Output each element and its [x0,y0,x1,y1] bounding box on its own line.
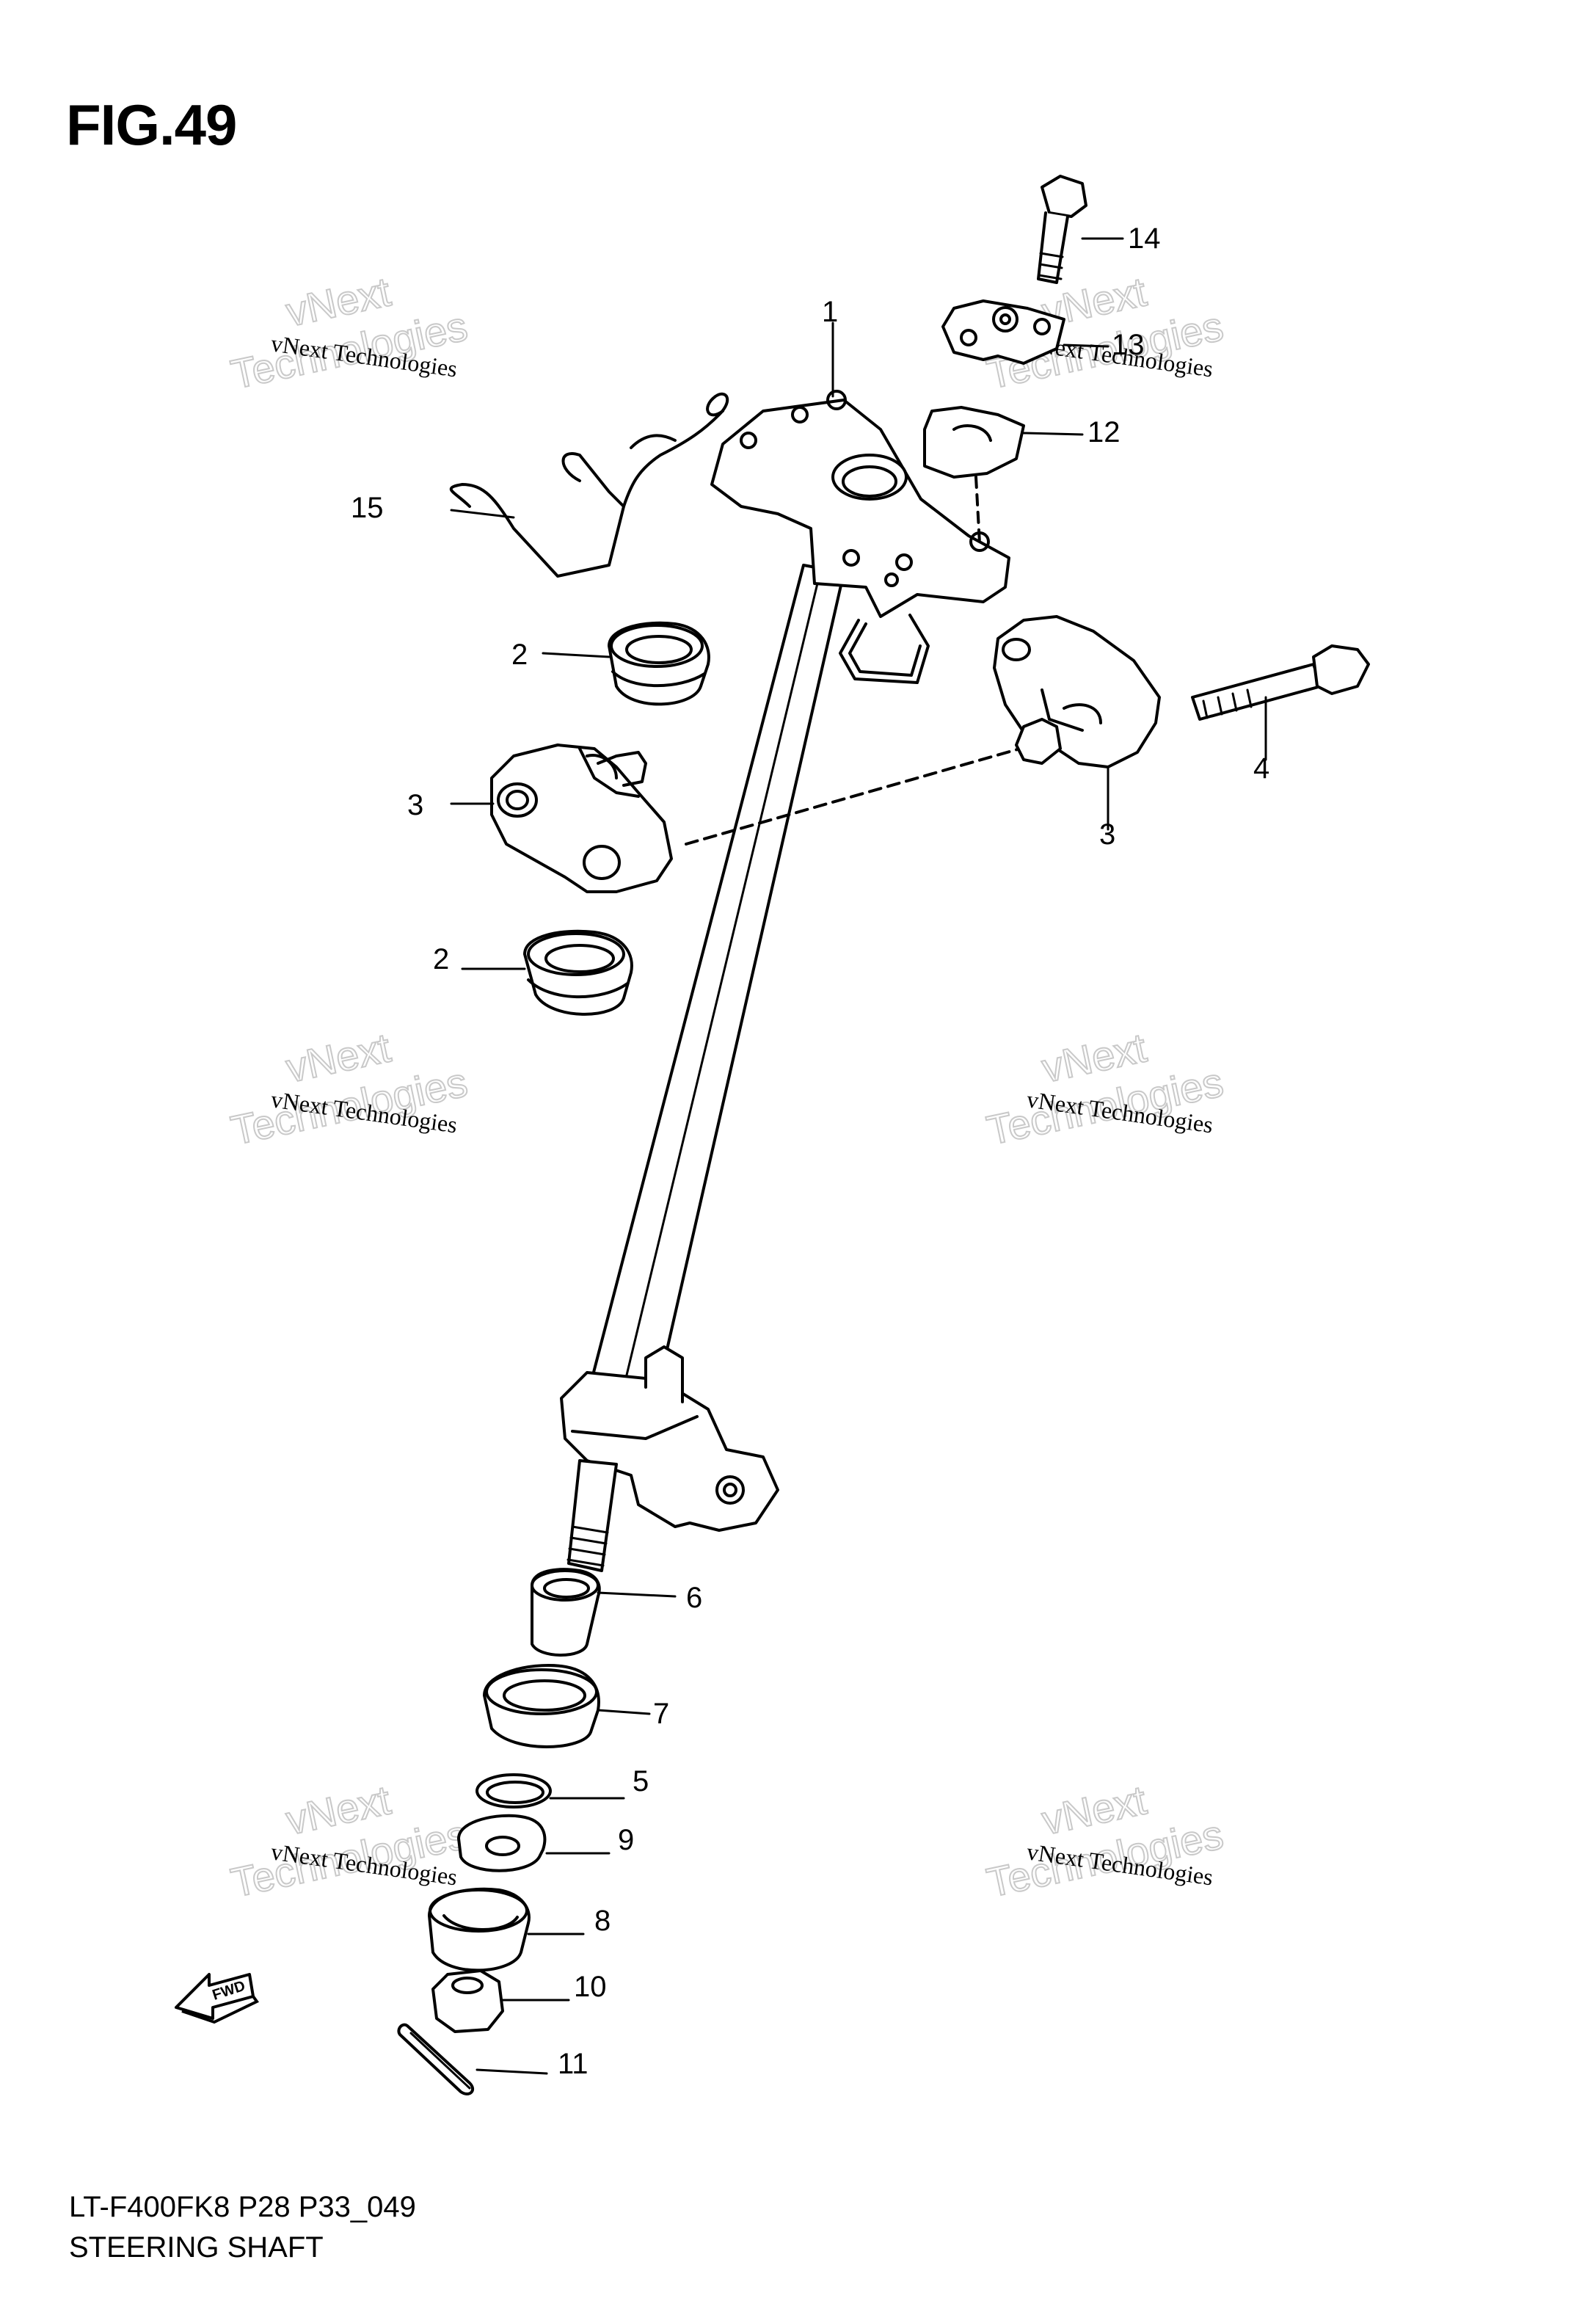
callout-10: 10 [574,1971,607,2003]
callout-12: 12 [1087,416,1121,448]
part-14-bolt [1037,175,1087,284]
figure-caption: STEERING SHAFT [69,2231,324,2264]
callout-labels: 1 2 2 3 3 4 5 6 7 8 9 10 11 12 13 14 15 [351,222,1269,2080]
callout-2-upper: 2 [511,639,528,671]
part-2-upper-bushing [608,621,710,706]
callout-1: 1 [822,296,838,328]
callout-6: 6 [686,1582,702,1614]
figure-title: FIG.49 [66,92,237,157]
callout-4: 4 [1253,752,1269,785]
part-7-seal [483,1664,600,1748]
leader-lines [450,237,1267,2075]
model-code: LT-F400FK8 P28 P33_049 [69,2191,416,2223]
callout-13: 13 [1112,329,1145,361]
part-5-o-ring [475,1773,552,1808]
part-13-upper-holder [941,299,1065,365]
callout-9: 9 [618,1824,634,1856]
callout-5: 5 [633,1765,649,1797]
callout-11: 11 [558,2048,589,2080]
part-10-nut [431,1969,504,2033]
part-8-cup [428,1887,531,1972]
part-4-bolt [1191,644,1370,721]
callout-3-right: 3 [1099,818,1115,851]
callout-8: 8 [594,1905,611,1937]
callout-15: 15 [351,492,384,524]
part-12-lower-holder [923,406,1025,545]
part-9-washer [457,1814,547,1872]
part-15-spring-clip [449,392,729,578]
callout-14: 14 [1128,222,1161,255]
part-3-right-clamp [993,615,1161,768]
fwd-direction-badge: FWD [175,1973,260,2024]
part-2-lower-bushing [523,929,633,1016]
callout-7: 7 [653,1698,669,1730]
part-6-bushing [531,1568,601,1657]
callout-2-lower: 2 [433,943,449,975]
part-11-cotter-pin [397,2023,475,2095]
part-3-left-clamp [490,744,1021,893]
callout-3-left: 3 [407,789,423,821]
part-1-steering-shaft [560,390,1010,1572]
